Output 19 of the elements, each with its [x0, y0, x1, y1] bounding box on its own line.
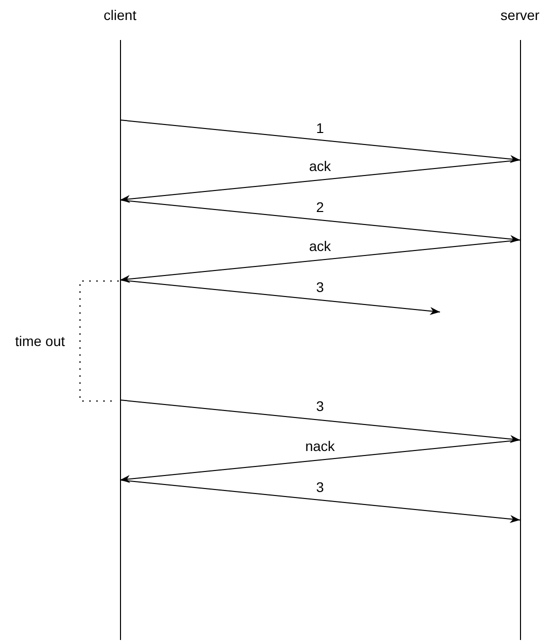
timeout-note: time out [15, 332, 65, 350]
edge-label: 2 [315, 199, 325, 215]
message-arrow [120, 280, 440, 315]
message-arrow [120, 440, 520, 483]
edge-label: 3 [315, 479, 325, 495]
message-arrow [120, 160, 520, 203]
edge-label: 3 [315, 398, 325, 414]
edge-label: nack [304, 438, 336, 454]
message-arrow [120, 200, 520, 243]
edge-label: 1 [315, 120, 325, 136]
message-arrow [120, 400, 520, 443]
participant-label: server [500, 6, 540, 24]
message-arrow [120, 120, 520, 163]
edge-label: ack [308, 238, 332, 254]
participant-label: client [102, 6, 138, 24]
edge-label: 3 [315, 279, 325, 295]
message-arrow [120, 480, 520, 523]
edge-label: ack [308, 158, 332, 174]
message-arrow [120, 240, 520, 283]
